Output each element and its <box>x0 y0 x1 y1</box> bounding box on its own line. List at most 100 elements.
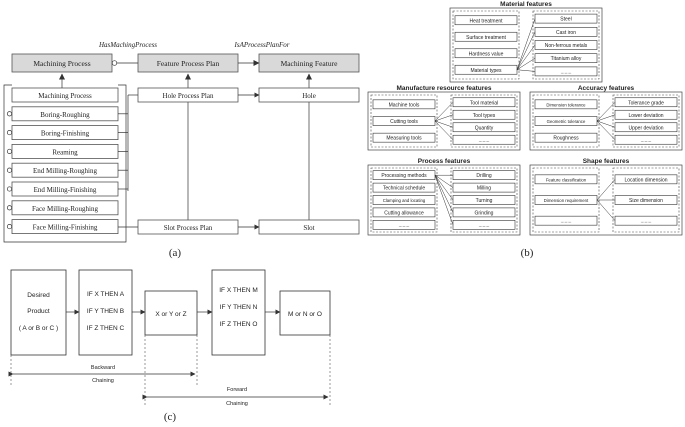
feature-material-right-2: Non-ferrous metals <box>545 43 588 49</box>
feature-process-link-4 <box>434 175 454 225</box>
feature-accuracy-link-3 <box>596 120 616 140</box>
desired-line2: Product <box>27 308 50 315</box>
feature-process-left-0: Processing methods <box>381 173 427 179</box>
feature-process-left-1: Technical schedule <box>383 186 425 192</box>
rule1-b: IF Y THEN B <box>87 308 124 315</box>
process-item-0-box <box>11 87 119 103</box>
desired-line1: Desired <box>27 292 50 299</box>
desired-line3: ( A or B or C ) <box>19 325 58 332</box>
rel-is-process-plan-for: IsAProcessPlanFor <box>234 41 290 49</box>
feature-manufacture-left-0-box <box>372 99 436 110</box>
feature-accuracy-link-0 <box>596 102 616 122</box>
slot-process-plan: Slot Process Plan <box>164 224 213 232</box>
feature-process-left-2-box <box>372 195 436 205</box>
feature-material-left-1-box <box>454 31 518 42</box>
slot: Slot <box>303 224 314 232</box>
process-item-1: Boring-Roughing <box>40 111 90 119</box>
feature-group-material-left-col <box>452 10 520 80</box>
rule1-a: IF X THEN A <box>87 291 125 298</box>
rule2-m: IF X THEN M <box>219 287 258 294</box>
feature-shape-right-2: ........ <box>640 219 651 225</box>
header-feature-process-plan: Feature Process Plan <box>157 59 220 68</box>
header-machining-process: Machining Process <box>33 59 90 68</box>
hole-process-plan: Hole Process Plan <box>163 92 214 100</box>
rules1-box <box>78 269 133 356</box>
feature-material-right-0: Steel <box>560 17 571 23</box>
hole-plan-bus-taps <box>118 113 128 190</box>
feature-material-left-3: Material types <box>470 68 502 74</box>
process-item-6-link-end <box>6 205 13 211</box>
xyz-box <box>144 290 198 336</box>
feature-accuracy-right-3: ........ <box>640 138 651 144</box>
feature-material-right-1: Cast iron <box>556 30 576 36</box>
rules2-box <box>211 269 266 356</box>
feature-material-link-2 <box>516 44 536 70</box>
feature-material-left-1: Surface treatment <box>466 35 506 41</box>
feature-process-link-3 <box>434 175 454 213</box>
feature-manufacture-right-2: Quantity <box>475 125 494 131</box>
feature-process-left-1-box <box>372 182 436 193</box>
feature-group-shape-title: Shape features <box>583 158 630 165</box>
feature-process-right-0: Drilling <box>476 173 492 179</box>
feature-shape-right-0: Location dimension <box>624 177 667 183</box>
conn-plan-to-process-end <box>111 60 118 66</box>
feature-accuracy-link-1 <box>596 114 616 122</box>
caption-a: (a) <box>169 247 182 259</box>
feature-group-process-left-col <box>370 167 438 233</box>
backward-chaining-label: Chaining <box>92 378 114 384</box>
feature-group-accuracy-title: Accuracy features <box>578 85 635 92</box>
feature-manufacture-link-0 <box>434 102 454 122</box>
feature-material-left-2-box <box>454 48 518 59</box>
feature-accuracy-link-2 <box>596 120 616 128</box>
feature-accuracy-right-2: Upper deviation <box>628 125 663 131</box>
feature-accuracy-left-2: Roughness <box>553 136 579 142</box>
feature-material-left-0-box <box>454 15 518 26</box>
process-item-3: Reaming <box>52 148 78 156</box>
feature-manufacture-left-0: Machine tools <box>389 102 420 108</box>
feature-manufacture-link-1 <box>434 114 454 122</box>
feature-process-right-2: Turning <box>476 198 493 204</box>
header-machining-feature: Machining Feature <box>281 59 339 68</box>
feature-material-left-0: Heat treatment <box>469 18 503 24</box>
hole: Hole <box>302 92 316 100</box>
backward-label: Backward <box>91 365 115 371</box>
panel-a: HasMachingProcess IsAProcessPlanFor Mach… <box>3 41 360 259</box>
feature-group-material-right-col <box>532 10 600 80</box>
feature-process-right-1: Milling <box>477 186 491 192</box>
process-item-2-link-end <box>6 130 13 136</box>
desired-product-box <box>10 269 67 356</box>
feature-accuracy-left-0: Dimension tolerance <box>546 102 586 107</box>
mno: M or N or O <box>288 311 322 318</box>
feature-group-manufacture-left-col <box>370 94 438 148</box>
feature-shape-right-1: Size dimension <box>629 198 663 204</box>
forward-label: Forward <box>227 387 247 393</box>
feature-manufacture-left-2: Measuring tools <box>386 136 422 142</box>
feature-material-link-0 <box>516 18 536 70</box>
feature-material-left-2: Hardness value <box>469 51 504 57</box>
feature-process-left-2: Clamping and locating <box>383 198 426 203</box>
feature-manufacture-left-1: Cutting tools <box>390 119 418 125</box>
process-item-6: Face Milling-Roughing <box>32 205 98 213</box>
rule1-c: IF Z THEN C <box>87 325 125 332</box>
feature-group-process-right-col <box>450 167 518 233</box>
rule2-n: IF Y THEN N <box>220 304 258 311</box>
feature-material-right-3: Titanium alloy <box>551 56 582 62</box>
feature-manufacture-link-3 <box>434 120 454 140</box>
process-item-4: End Milling-Roughing <box>33 167 97 175</box>
feature-shape-link-0 <box>596 179 616 201</box>
feature-group-manufacture-title: Manufacture resource features <box>396 85 491 92</box>
feature-process-left-3-box <box>372 207 436 218</box>
process-item-7: Face Milling-Finishing <box>33 224 98 232</box>
frame-left <box>3 84 127 243</box>
feature-shape-left-2-box <box>534 215 598 226</box>
feature-manufacture-left-2-box <box>372 132 436 143</box>
feature-material-link-1 <box>516 31 536 70</box>
feature-manufacture-right-1: Tool types <box>473 113 496 119</box>
process-item-1-link-end <box>6 111 13 117</box>
feature-process-link-2 <box>434 175 454 201</box>
